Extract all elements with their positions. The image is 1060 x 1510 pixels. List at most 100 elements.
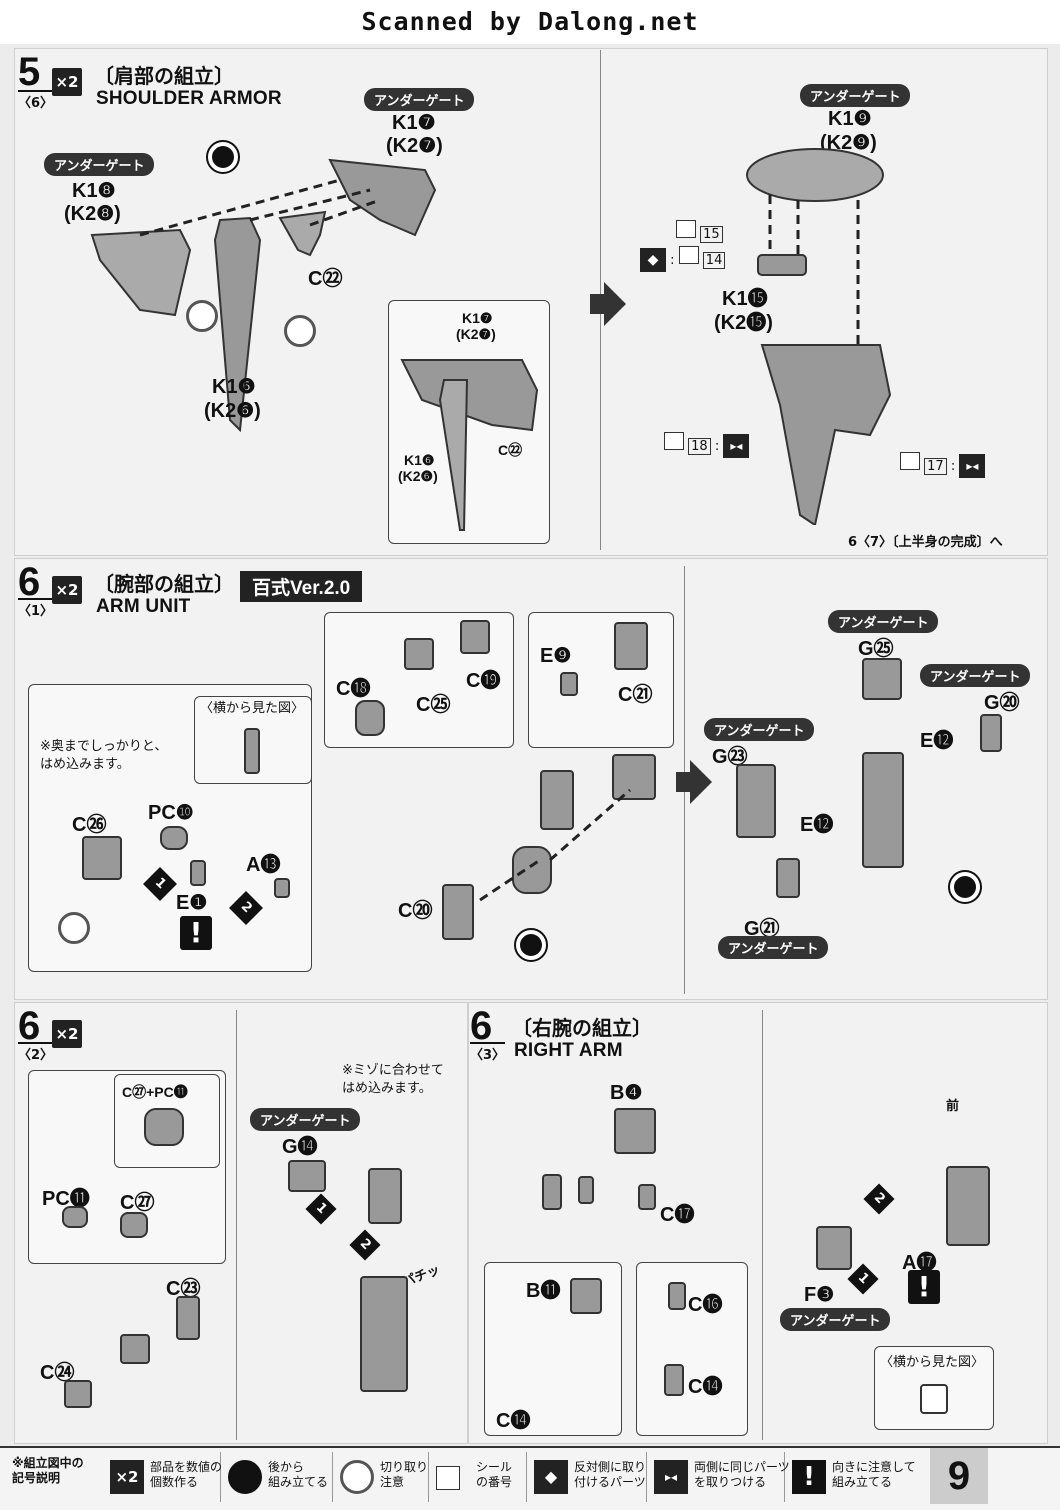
seal-number: 14 [702,252,726,269]
cut-icon [186,300,218,332]
part-c19 [460,620,490,654]
part-label: C⓮ [688,1376,723,1398]
part-b4-hand [614,1108,656,1154]
x2-badge: ×2 [52,68,82,96]
undergate-badge: アンダーゲート [828,610,939,633]
cut-icon [340,1460,374,1494]
part-c27 [120,1212,148,1238]
seal-icon [436,1466,460,1490]
step6-3-number: 6 [470,1004,493,1048]
front-label: 前 [946,1099,960,1114]
back-assemble-icon [514,928,548,962]
legend-text: 反対側に取り 付けるパーツ [574,1460,647,1489]
part-side-view [920,1384,948,1414]
seal-number: 18 [688,438,711,455]
part-g14 [288,1160,326,1192]
legend-text: 向きに注意して 組み立てる [832,1460,916,1489]
back-assemble-icon [948,870,982,904]
step6-2-number: 6 [18,1004,41,1048]
step6-1-subnumber: 〈1〉 [18,598,54,619]
part-label: (K2❽) [64,203,121,225]
page-number: 9 [930,1448,988,1504]
part-c14 [664,1364,684,1396]
legend-item: ◆ 反対側に取り 付けるパーツ [528,1452,647,1502]
step5-number: 5 [18,50,41,94]
step6-1-number: 6 [18,560,41,604]
part-label: E❶ [176,892,208,914]
part-label: C⓮ [496,1410,531,1432]
part-label: K1❼ [392,112,436,134]
scan-banner: Scanned by Dalong.net [0,0,1060,44]
undergate-badge: アンダーゲート [780,1308,891,1331]
part-g25 [862,658,902,700]
next-step-ref: 6〈7〉〔上半身の完成〕へ [848,535,1003,550]
part-label: PC⓫ [42,1188,90,1210]
part-a13 [274,878,290,898]
assembly-arrow [309,198,381,227]
back-assemble-icon [228,1460,262,1494]
seal-ref: 17 : ▸◂ [900,452,986,478]
step6-3-title-jp: 〔右腕の組立〕 [512,1016,652,1040]
seal-number: 17 [924,458,947,475]
part-e1 [190,860,206,886]
legend-text: 部品を数値の 個数作る [150,1460,223,1489]
part-label: (K2❻) [398,468,438,484]
mirror-seal-ref: ◆ : 14 [640,246,726,272]
part-label: C㉒ [308,268,343,290]
step6-1-title-en: ARM UNIT [96,596,191,617]
part-label: K1❻ [404,452,435,468]
part-forearm-assembled [360,1276,408,1392]
part-arm-complete [946,1166,990,1246]
armor-left-part [90,228,192,317]
groove-note: ※ミゾに合わせて はめ込みます。 [342,1063,444,1096]
part-c20 [442,884,474,940]
part-pc10 [160,826,188,850]
legend-text: 後から 組み立てる [268,1460,329,1489]
step5-header: 5 [18,52,40,92]
part-label: (K2❻) [204,400,261,422]
part-label: G㉑ [744,918,780,940]
step5-title-jp: 〔肩部の組立〕 [94,64,234,88]
scan-banner-text: Scanned by Dalong.net [361,7,699,36]
armor-center-blade [213,216,262,433]
part-label: G⓮ [282,1136,318,1158]
shoulder-cap [746,148,884,202]
back-assemble-icon [206,140,240,174]
part-label: K1⓯ [722,288,768,310]
part-label: C㉔ [40,1362,75,1384]
part-forearm [862,752,904,868]
legend-item: シール の番号 [430,1452,527,1502]
part-label: PC❿ [148,802,194,824]
side-view-label: 〈横から見た図〉 [200,701,305,716]
part-label: E❾ [540,645,572,667]
legend-item: ! 向きに注意して 組み立てる [786,1452,924,1502]
part-elbow-joint [368,1168,402,1224]
undergate-badge: アンダーゲート [920,664,1031,687]
detail-box [528,612,674,748]
connector-part [757,254,807,276]
cut-icon [58,912,90,944]
part-label: K1❻ [212,376,256,398]
legend-title: ※組立図中の 記号説明 [12,1456,84,1485]
step5-subnumber: 〈6〉 [18,90,54,111]
part-label: E⓬ [920,730,954,752]
part-c16 [668,1282,686,1310]
part-label: C⓳ [466,670,501,692]
part-b11 [570,1278,602,1314]
legend-item: ▸◂ 両側に同じパーツ を取りつける [648,1452,790,1502]
part-label: C㉓ [166,1278,201,1300]
next-step-arrow [590,282,626,326]
part-elbow [120,1334,150,1364]
part-label: (K2❾) [820,132,877,154]
part-label: G⑳ [984,692,1020,714]
legend-text: シール の番号 [476,1460,513,1489]
part-g21 [776,858,800,898]
detail-box [484,1262,622,1436]
armor-top-part [328,158,437,237]
seal-number: 15 [700,226,723,243]
part-arm-assembled [512,846,552,894]
divider [236,1010,237,1440]
part-label: F❸ [804,1284,835,1306]
undergate-badge: アンダーゲート [800,84,911,107]
